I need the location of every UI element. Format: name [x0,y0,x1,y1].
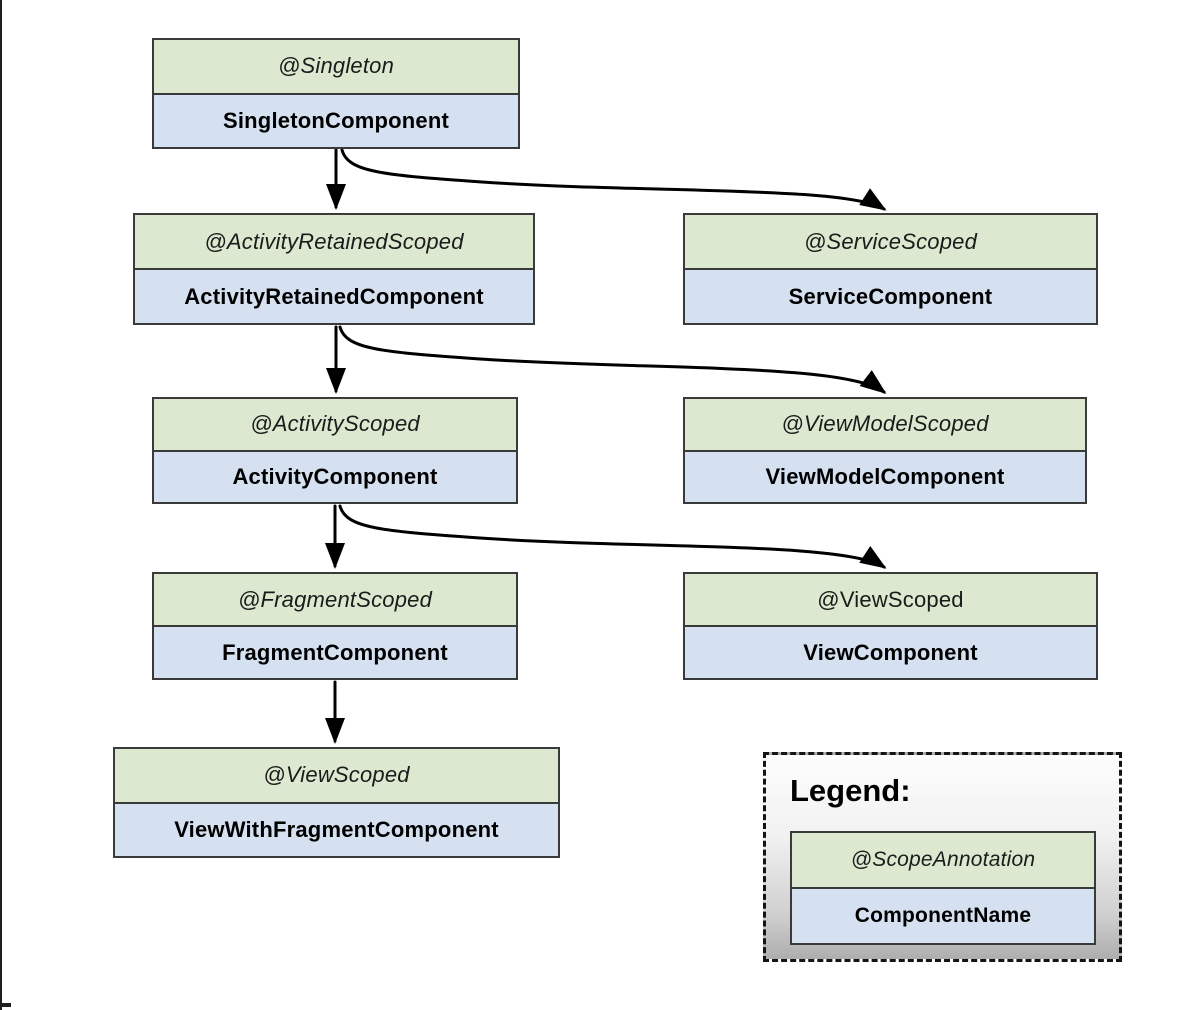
component-name-label: ActivityRetainedComponent [135,270,533,323]
scope-annotation-label: @ViewModelScoped [685,399,1085,452]
edge-singleton-to-service [340,148,887,211]
component-name-label: FragmentComponent [154,627,516,678]
node-activity-component: @ActivityScoped ActivityComponent [152,397,518,504]
scope-annotation-label: @FragmentScoped [154,574,516,627]
component-name-label: ViewWithFragmentComponent [115,803,558,856]
legend-scope-annotation-label: @ScopeAnnotation [792,833,1094,889]
node-view-component: @ViewScoped ViewComponent [683,572,1098,680]
legend-component-name-label: ComponentName [792,889,1094,943]
scope-annotation-label: @ServiceScoped [685,215,1096,270]
component-name-label: ViewModelComponent [685,451,1085,502]
component-name-label: ActivityComponent [154,451,516,502]
node-view-with-fragment-component: @ViewScoped ViewWithFragmentComponent [113,747,560,858]
scope-annotation-label: @ViewScoped [115,749,558,804]
component-name-label: SingletonComponent [154,94,518,147]
scope-annotation-label: @ViewScoped [685,574,1096,627]
scope-annotation-label: @ActivityScoped [154,399,516,452]
component-name-label: ServiceComponent [685,270,1096,323]
bottom-left-corner-mark [0,1003,11,1007]
node-viewmodel-component: @ViewModelScoped ViewModelComponent [683,397,1087,504]
node-singleton-component: @Singleton SingletonComponent [152,38,520,149]
edge-activityretained-to-viewmodel [338,325,887,394]
left-edge-line [0,0,2,1010]
node-service-component: @ServiceScoped ServiceComponent [683,213,1098,325]
node-activity-retained-component: @ActivityRetainedScoped ActivityRetained… [133,213,535,325]
edge-activity-to-view [338,504,887,569]
node-fragment-component: @FragmentScoped FragmentComponent [152,572,518,680]
legend-box: Legend: @ScopeAnnotation ComponentName [763,752,1122,962]
legend-title: Legend: [790,773,911,808]
component-name-label: ViewComponent [685,627,1096,678]
scope-annotation-label: @ActivityRetainedScoped [135,215,533,270]
legend-sample-node: @ScopeAnnotation ComponentName [790,831,1096,945]
scope-annotation-label: @Singleton [154,40,518,95]
